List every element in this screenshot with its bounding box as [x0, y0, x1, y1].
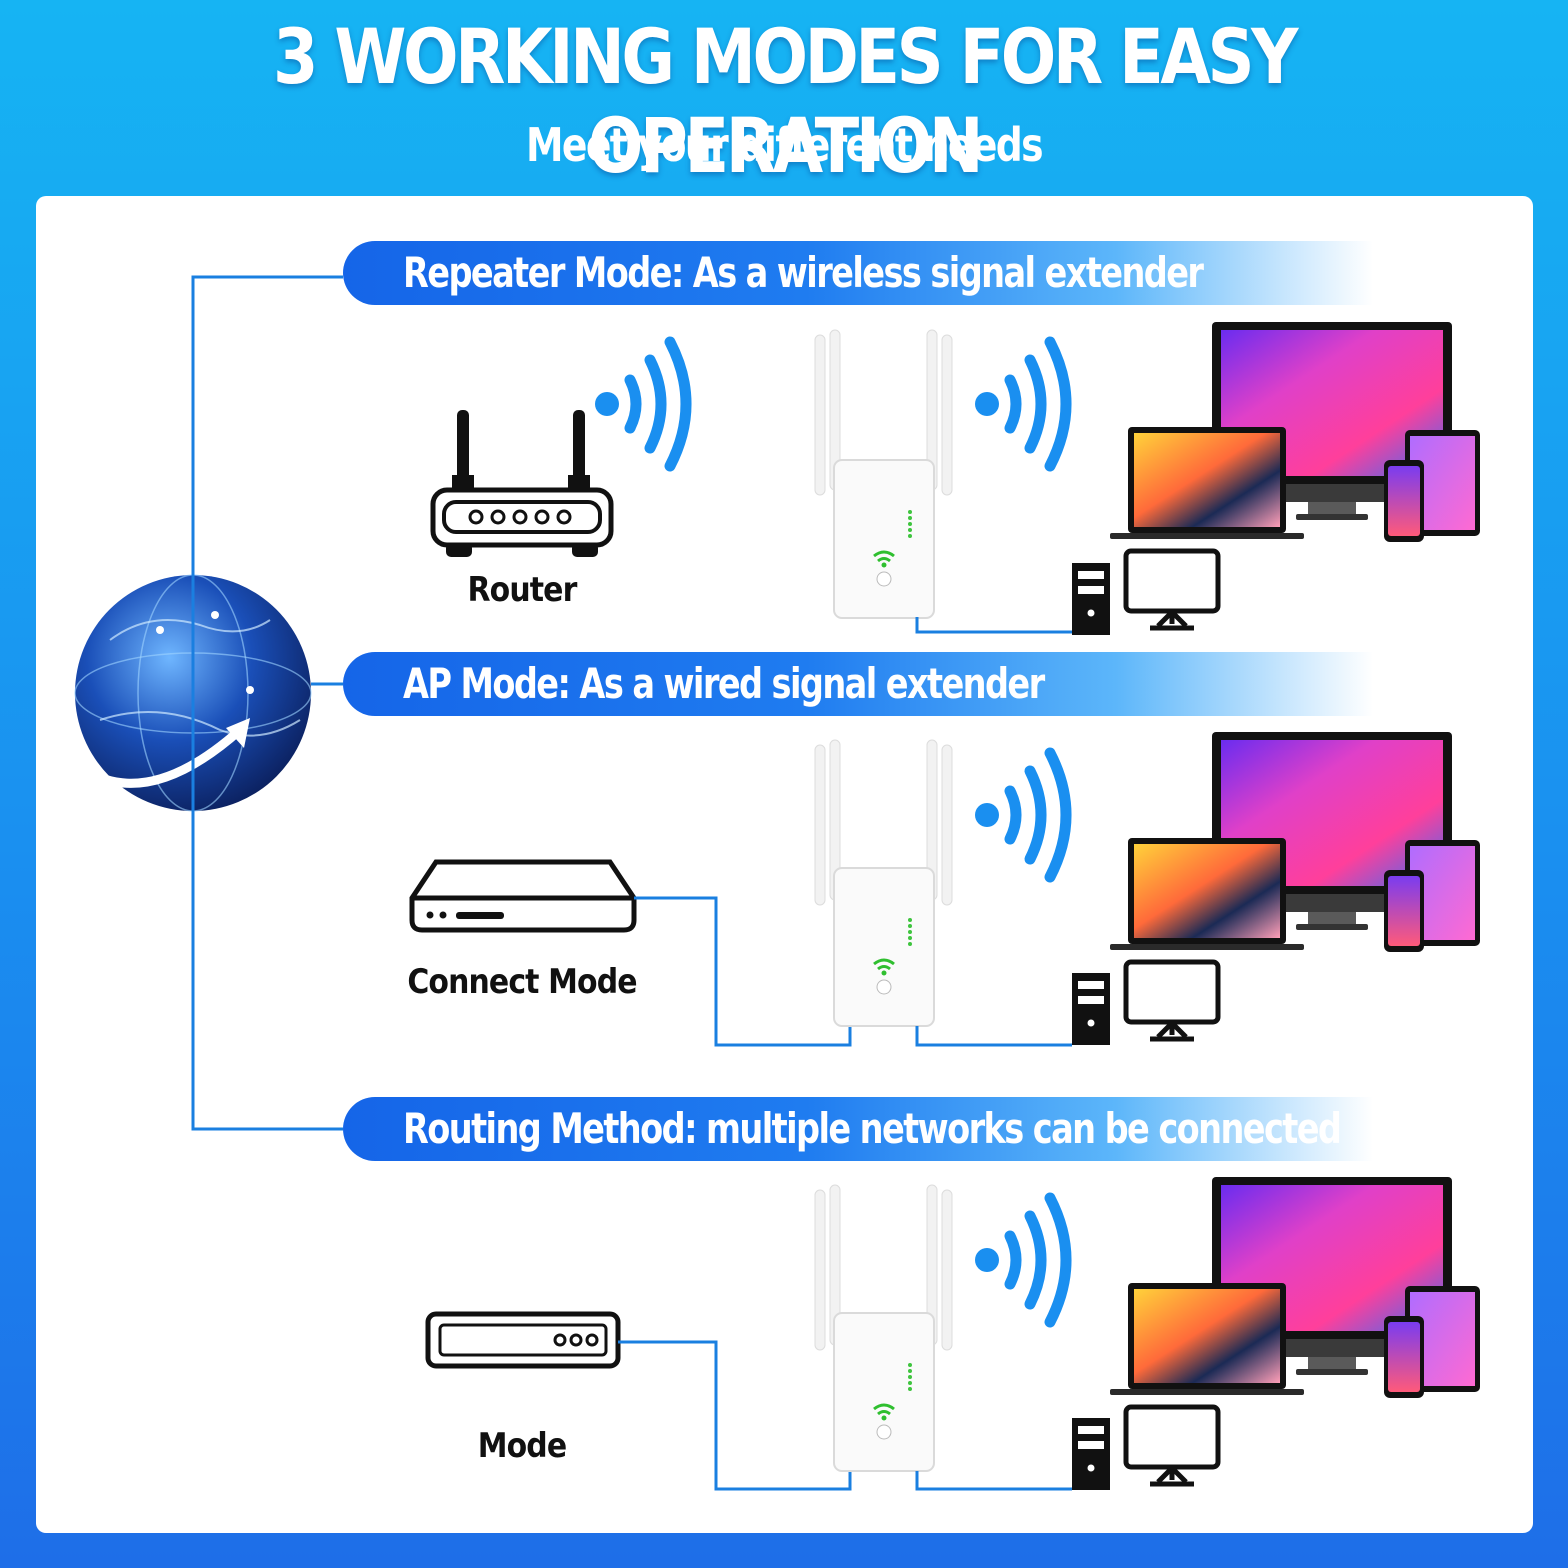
globe-icon — [68, 563, 312, 812]
extender-pc-connector-line — [915, 1026, 1072, 1047]
client-devices-icon — [1110, 322, 1480, 542]
globe-connector-line — [191, 275, 343, 1131]
client-devices-icon — [1110, 1177, 1480, 1398]
wifi-wave-icon — [595, 336, 692, 472]
ap-mode-title: AP Mode: As a wired signal extender — [403, 659, 1045, 708]
modem-icon — [425, 1311, 621, 1369]
modem-extender-connector-line — [618, 1340, 852, 1491]
extender-pc-connector-line — [915, 617, 1072, 634]
wifi-wave-icon — [975, 747, 1072, 883]
routing-mode-title: Routing Method: multiple networks can be… — [403, 1104, 1342, 1153]
banner-repeater-mode — [343, 241, 1373, 305]
wifi-extender-icon — [814, 1184, 953, 1472]
wifi-wave-icon — [975, 336, 1072, 472]
banner-ap-mode — [343, 652, 1373, 716]
desktop-pc-icon — [1072, 959, 1221, 1045]
extender-pc-connector-line — [915, 1471, 1072, 1491]
wifi-extender-icon — [814, 739, 953, 1027]
mode-label: Mode — [477, 1426, 567, 1466]
desktop-pc-icon — [1072, 548, 1221, 635]
client-devices-icon — [1110, 732, 1480, 952]
router-icon — [430, 410, 614, 557]
router-label: Router — [467, 570, 578, 610]
wifi-wave-icon — [975, 1192, 1072, 1328]
wifi-extender-icon — [814, 329, 953, 619]
desktop-pc-icon — [1072, 1404, 1221, 1490]
page-subtitle: Meet your different needs — [526, 118, 1044, 172]
page-title: 3 WORKING MODES FOR EASY OPERATION — [272, 12, 1298, 190]
modem-extender-connector-line — [634, 896, 852, 1047]
connect-mode-label: Connect Mode — [407, 962, 637, 1002]
banner-routing-mode — [343, 1097, 1373, 1161]
modem-icon — [409, 859, 637, 933]
repeater-mode-title: Repeater Mode: As a wireless signal exte… — [403, 248, 1204, 297]
